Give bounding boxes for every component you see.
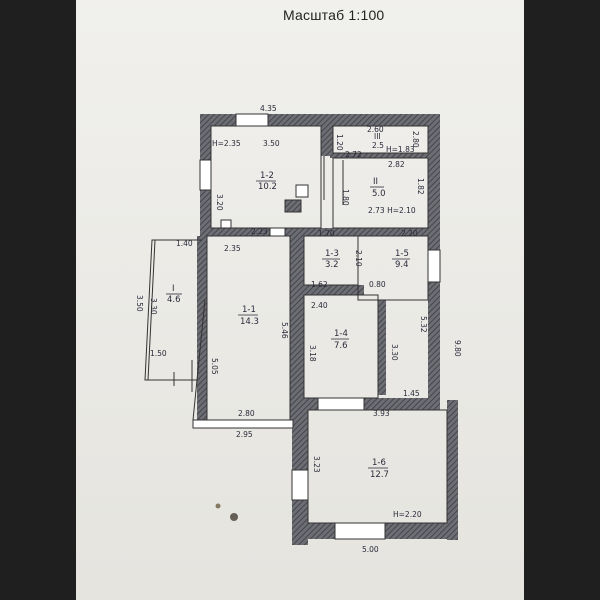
wall-inner-right — [378, 300, 386, 395]
room-label-I-area: 4.6 — [167, 295, 181, 305]
room-label-II-area: 5.0 — [372, 189, 386, 199]
room-label-1-3-area: 3.2 — [325, 260, 339, 270]
dimension-labels: 4.35 H=2.35 3.50 3.20 2.60 1.20 2.80 H=1… — [135, 104, 462, 554]
dim-r3-bottom-a: 2.72 — [345, 150, 362, 159]
dim-r14-left: 3.18 — [308, 345, 317, 362]
stove-icon — [295, 184, 309, 198]
room-label-1-2-area: 10.2 — [258, 182, 277, 192]
room-label-1-5-area: 9.4 — [395, 260, 409, 270]
fixtures — [220, 184, 309, 229]
room-label-1-4-id: 1-4 — [334, 329, 348, 339]
dim-rI-bottom: 1.50 — [150, 349, 167, 358]
dim-r12-height: H=2.35 — [212, 139, 241, 148]
dim-r12-left: 3.20 — [215, 194, 224, 211]
dim-r15-top: 2.20 — [401, 229, 418, 238]
wall-inner-mid — [304, 285, 364, 295]
dim-r13-corner: 0.80 — [369, 280, 386, 289]
dim-rI-inner: 3.30 — [149, 298, 158, 315]
room-label-III-id: III — [374, 132, 381, 141]
dim-r16-height: H=2.20 — [393, 510, 422, 519]
label-underlines — [166, 180, 410, 469]
dim-r3-ceiling: H=1.83 — [386, 145, 415, 154]
wall-lower-mid — [290, 398, 440, 410]
dim-bottom: 5.00 — [362, 545, 379, 554]
room-label-I-id: I — [172, 284, 175, 294]
wall-inner-left — [290, 230, 304, 420]
wall-partition-1 — [321, 114, 333, 156]
dim-r11-outer: 2.95 — [236, 430, 253, 439]
dim-rI-outer: 3.50 — [135, 295, 144, 312]
dim-r2-side: 1.82 — [416, 178, 425, 195]
paper-marks — [215, 503, 238, 521]
room-labels: 1-2 10.2 III 2.5 II 5.0 1-3 3.2 1-5 9.4 … — [167, 132, 409, 480]
dim-r13-side: 2.10 — [354, 250, 363, 267]
dim-r13-bottom: 1.62 — [311, 280, 328, 289]
dim-r3-bottom-b: 2.82 — [388, 160, 405, 169]
dim-right-total: 9.80 — [453, 340, 462, 357]
dim-r13-top: 1.70 — [318, 229, 335, 238]
sink-icon — [220, 219, 232, 229]
dim-r15-right: 5.32 — [419, 316, 428, 333]
dim-r11-top2: 2.35 — [224, 244, 241, 253]
dim-r11-bottom: 2.80 — [238, 409, 255, 418]
room-label-1-2-id: 1-2 — [260, 171, 274, 181]
dim-r16-left: 3.23 — [312, 456, 321, 473]
wall-under-III — [330, 153, 430, 158]
dim-r11-left: 5.05 — [210, 358, 219, 375]
dim-r2-left: 1.80 — [341, 189, 350, 206]
room-label-1-6-area: 12.7 — [370, 470, 389, 480]
wall-11-bottom — [192, 419, 294, 429]
dim-r11-top: 2.23 — [251, 227, 268, 236]
room-label-1-3-id: 1-3 — [325, 249, 339, 259]
room-label-1-6-id: 1-6 — [372, 458, 386, 468]
dim-r3-width: 2.60 — [367, 125, 384, 134]
dim-top: 4.35 — [260, 104, 277, 113]
dim-r3-side: 2.80 — [411, 131, 420, 148]
room-label-II-id: II — [373, 177, 378, 187]
dim-r2-height: 2.73 H=2.10 — [368, 206, 416, 215]
dim-r14-right: 3.30 — [390, 344, 399, 361]
dim-r14-top: 2.40 — [311, 301, 328, 310]
scale-title: Масштаб 1:100 — [283, 7, 385, 23]
room-label-1-5-id: 1-5 — [395, 249, 409, 259]
dim-rI-top: 1.40 — [176, 239, 193, 248]
dim-r14-corner: 1.45 — [403, 389, 420, 398]
wall-right-lower — [447, 400, 458, 540]
chimney-block — [284, 199, 302, 213]
room-label-1-4-area: 7.6 — [334, 341, 348, 351]
windows — [199, 113, 441, 540]
dim-r14-bottom: 3.93 — [373, 409, 390, 418]
dim-r11-right: 5.46 — [280, 322, 289, 339]
room-label-1-1-area: 14.3 — [240, 317, 259, 327]
dim-r12-top: 3.50 — [263, 139, 280, 148]
wall-middle — [200, 228, 440, 236]
room-outlines — [144, 125, 448, 524]
dim-r3-small: 1.20 — [335, 134, 344, 151]
room-label-III-area: 2.5 — [372, 141, 384, 150]
room-label-1-1-id: 1-1 — [242, 305, 256, 315]
